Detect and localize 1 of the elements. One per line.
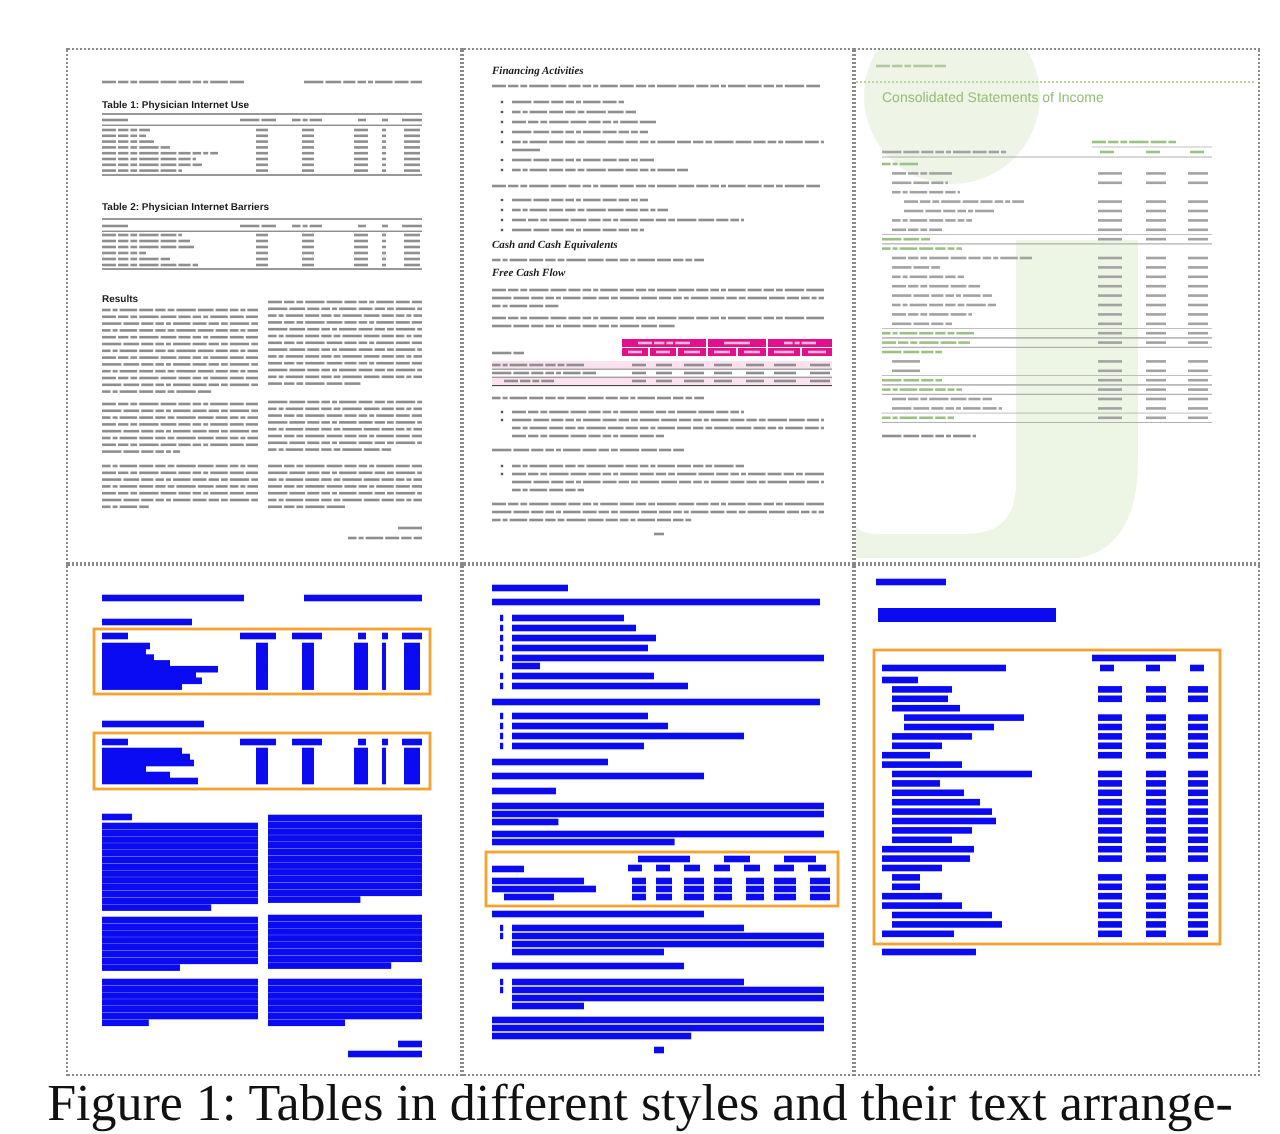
figure-caption: Figure 1: Tables in different styles and their text arrange- (47, 1076, 1233, 1132)
